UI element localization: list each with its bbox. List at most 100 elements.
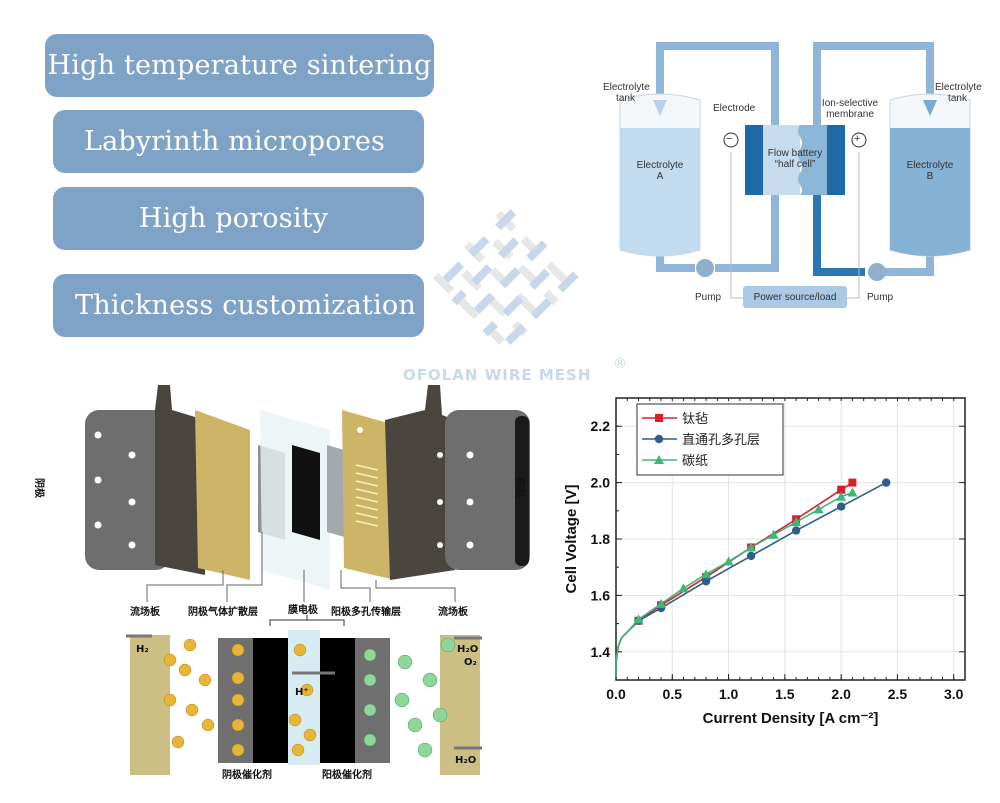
feature-label: Thickness customization [75, 290, 416, 321]
y-tick-label: 2.2 [591, 418, 611, 434]
oxygen-water-molecules [363, 637, 456, 758]
circle-marker [654, 434, 664, 444]
series-line [615, 481, 887, 678]
feature-label: High temperature sintering [47, 50, 432, 81]
watermark-text: OFOLAN WIRE MESH [403, 366, 592, 384]
x-axis-title: Current Density [A cm⁻²] [703, 710, 879, 727]
wire-negative [730, 152, 743, 299]
bolt-holes [94, 427, 474, 549]
h-plus-label: H⁺ [295, 687, 309, 698]
feature-label: High porosity [138, 203, 329, 234]
triangle-marker [836, 491, 847, 501]
triangle-marker [654, 455, 664, 464]
y-tick-label: 1.6 [591, 587, 611, 603]
wire-mesh-logo [432, 209, 579, 345]
half-cell-line2: “half cell” [774, 159, 816, 170]
flow-plate-section-right [440, 635, 480, 775]
h2-label: H₂ [136, 644, 149, 655]
square-marker [848, 478, 857, 487]
y-axis-title: Cell Voltage [V] [563, 485, 580, 594]
x-tick-label: 1.5 [775, 686, 795, 702]
minus-terminal-icon [723, 132, 739, 148]
electrode-positive [827, 125, 845, 195]
pump-right-icon [868, 263, 886, 281]
membrane-electrode [292, 445, 320, 540]
x-tick-label: 2.0 [831, 686, 851, 702]
square-marker [837, 485, 846, 494]
series-line [615, 491, 853, 678]
pipe-return-b [813, 190, 865, 276]
feature-pill-porosity: High porosity [53, 187, 424, 250]
pump-right-label: Pump [867, 292, 894, 303]
anode-ptl-label: 阳极多孔传输层 [331, 605, 401, 618]
circle-marker [701, 577, 711, 586]
anode-catalyst-label: 阳极催化剂 [322, 768, 372, 781]
chart-series [615, 478, 891, 678]
triangle-marker [723, 556, 734, 566]
minus-sign: − [726, 133, 733, 145]
feature-pill-thickness: Thickness customization [53, 274, 424, 337]
half-cell-label: Flow battery“half cell” [760, 148, 830, 170]
mea-brace [269, 615, 345, 626]
half-cell-a [763, 125, 800, 195]
x-tick-label: 3.0 [944, 686, 964, 702]
hydrogen-molecules [163, 638, 317, 757]
triangle-marker [746, 542, 757, 552]
cathode-catalyst-label: 阴极催化剂 [222, 768, 272, 781]
series-2 [615, 487, 858, 678]
triangle-marker [791, 517, 802, 527]
membrane-label: Ion-selective membrane [821, 98, 879, 120]
triangle-marker [701, 569, 712, 579]
legend-label: 碳纸 [682, 454, 708, 469]
x-tick-label: 0.0 [606, 686, 626, 702]
registered-mark: ® [613, 356, 627, 372]
flow-plate-label-left: 流场板 [130, 605, 161, 618]
feature-pill-sintering: High temperature sintering [45, 34, 434, 97]
electrolyte-b-line2: B [926, 171, 934, 182]
o2-out-label: O₂ [464, 657, 477, 668]
x-tick-label: 2.5 [888, 686, 908, 702]
y-tick-label: 1.4 [591, 644, 611, 660]
electrolyte-a-fill [620, 128, 700, 256]
end-plate-right-edge [515, 416, 529, 566]
flow-plate-section-left [130, 635, 170, 775]
triangle-marker [768, 529, 779, 539]
electrolyte-a-line2: A [656, 171, 664, 182]
flow-plate-label-right: 流场板 [438, 605, 469, 618]
feature-pill-micropores: Labyrinth micropores [53, 110, 424, 173]
triangle-marker [847, 487, 858, 497]
half-cell-b [798, 125, 827, 195]
anode-side-label: 阳极 [513, 478, 526, 499]
mesh-weave-icon [432, 209, 579, 345]
cathode-catalyst-section [253, 638, 288, 763]
circle-marker [791, 526, 801, 535]
plus-terminal-icon [851, 132, 867, 148]
gas-diffusion-frame-left [195, 410, 250, 580]
electrolyte-tank-label-left: Electrolyte tank [603, 82, 650, 104]
electrode-negative [745, 125, 763, 195]
arrow-into-tank-b [923, 100, 937, 116]
electrolyte-tank-label-right: Electrolyte tank [935, 82, 982, 104]
electrolyte-a-line1: Electrolyte [636, 160, 684, 171]
power-source-box [743, 286, 847, 308]
pump-left-label: Pump [695, 292, 722, 303]
flow-field-plate-left [155, 385, 205, 575]
circle-marker [746, 551, 756, 561]
x-tick-label: 0.5 [663, 686, 683, 702]
series-1 [615, 478, 891, 678]
h2o-out-label: H₂O [457, 644, 478, 655]
flow-field-plate-right [385, 385, 455, 580]
h2o-in-label: H₂O [455, 755, 476, 766]
electrolyte-b-line1: Electrolyte [906, 160, 954, 171]
electrode-label: Electrode [713, 103, 756, 114]
mea-label: 膜电极 [288, 603, 319, 616]
wire-positive [847, 152, 860, 299]
y-tick-label: 2.0 [591, 475, 611, 491]
porous-transport-frame-right [342, 410, 395, 580]
leader-lines [146, 532, 456, 602]
triangle-marker [633, 614, 644, 624]
cathode-side-label: 阴极 [33, 478, 46, 499]
